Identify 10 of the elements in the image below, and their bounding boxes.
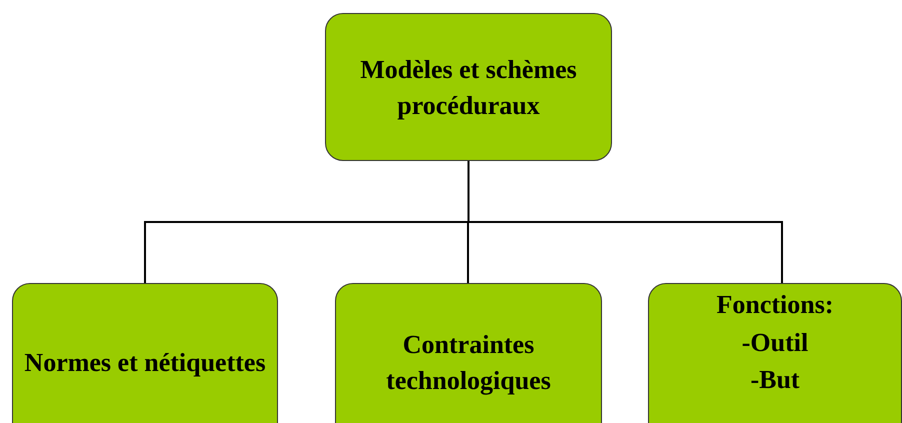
box-text: Modèles et schèmes procéduraux	[359, 54, 578, 122]
box-text: -Outil	[742, 326, 808, 359]
process-box	[12, 283, 278, 423]
process-box	[325, 13, 612, 161]
process-box	[335, 283, 602, 423]
box-text: Contraintes technologiques	[385, 328, 552, 397]
process-box	[648, 283, 902, 423]
box-text: Normes et nétiquettes	[24, 346, 266, 379]
box-text: -But	[750, 364, 800, 396]
box-text: Fonctions:	[716, 289, 834, 321]
